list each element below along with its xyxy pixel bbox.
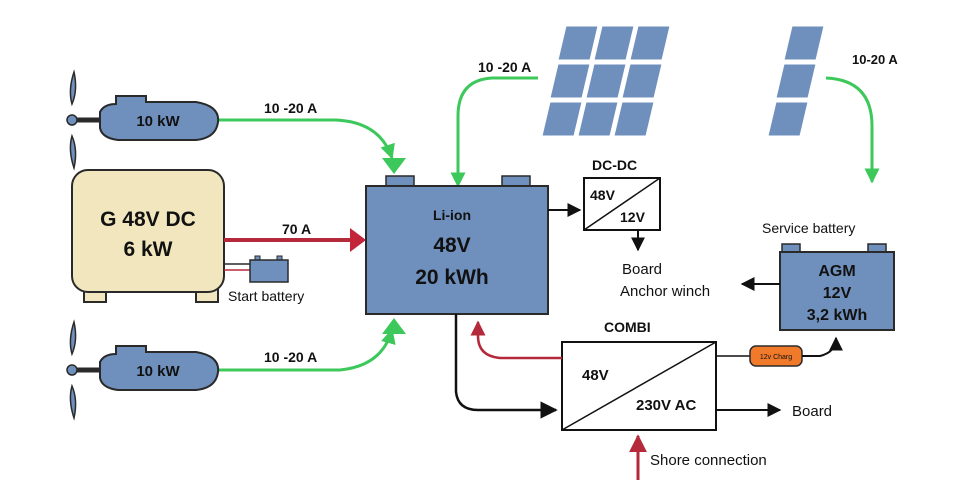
flow-combi-to-battery <box>470 320 562 360</box>
start-battery <box>224 255 289 283</box>
green-flow-arrows <box>218 76 880 372</box>
solar-panel-array-right <box>767 25 825 137</box>
flow-solar-left <box>450 76 538 188</box>
flow-generator <box>224 228 366 252</box>
arrowhead-top-into-battery <box>382 158 406 174</box>
generator-current: 70 A <box>282 221 311 237</box>
motor-top-current: 10 -20 A <box>264 100 317 116</box>
flow-battery-to-combi <box>454 314 558 419</box>
solar-right-current: 10-20 A <box>852 52 898 67</box>
board-loads-line2: Anchor winch <box>620 283 710 300</box>
flow-motor-bottom <box>218 328 396 372</box>
dcdc-output: 12V <box>620 209 646 225</box>
board-ac-label: Board <box>792 403 832 420</box>
dcdc-input: 48V <box>590 187 616 203</box>
combi-title: COMBI <box>604 319 651 335</box>
start-battery-label: Start battery <box>228 288 304 304</box>
dcdc-title: DC-DC <box>592 157 637 173</box>
board-loads-line1: Board <box>622 261 662 278</box>
main-battery-capacity: 20 kWh <box>415 266 489 289</box>
motor-bottom: 10 kW <box>66 321 220 419</box>
shore-connection-label: Shore connection <box>650 452 767 469</box>
arrowhead-bottom-into-battery <box>382 318 406 334</box>
charger: 12v Charg <box>749 345 803 367</box>
dcdc-converter: 48V 12V <box>583 177 661 231</box>
main-battery-voltage: 48V <box>433 234 470 257</box>
solar-panel-array-left <box>541 25 671 137</box>
solar-left-current: 10 -20 A <box>478 59 531 75</box>
main-battery-chemistry: Li-ion <box>433 207 471 223</box>
combi-inverter-charger: 48V 230V AC <box>561 341 717 431</box>
service-battery-capacity: 3,2 kWh <box>807 307 867 324</box>
motor-top-label: 10 kW <box>136 113 180 130</box>
combi-output: 230V AC <box>636 397 696 414</box>
motor-bottom-current: 10 -20 A <box>264 349 317 365</box>
generator-line2: 6 kW <box>123 238 172 261</box>
generator-line1: G 48V DC <box>100 208 196 231</box>
motor-bottom-label: 10 kW <box>136 363 180 380</box>
main-battery: Li-ion 48V 20 kWh <box>365 175 549 315</box>
motor-top: 10 kW <box>66 71 220 169</box>
flow-motor-top <box>218 118 395 160</box>
service-battery-type: AGM <box>818 263 855 280</box>
charger-label: 12v Charg <box>760 354 792 361</box>
generator: G 48V DC 6 kW <box>71 169 225 303</box>
flow-solar-right <box>825 76 880 184</box>
service-battery-voltage: 12V <box>823 285 852 302</box>
service-battery: AGM 12V 3,2 kWh <box>779 243 895 331</box>
combi-input: 48V <box>582 367 609 384</box>
flow-charger-to-service <box>802 336 843 357</box>
service-battery-title: Service battery <box>762 220 855 236</box>
